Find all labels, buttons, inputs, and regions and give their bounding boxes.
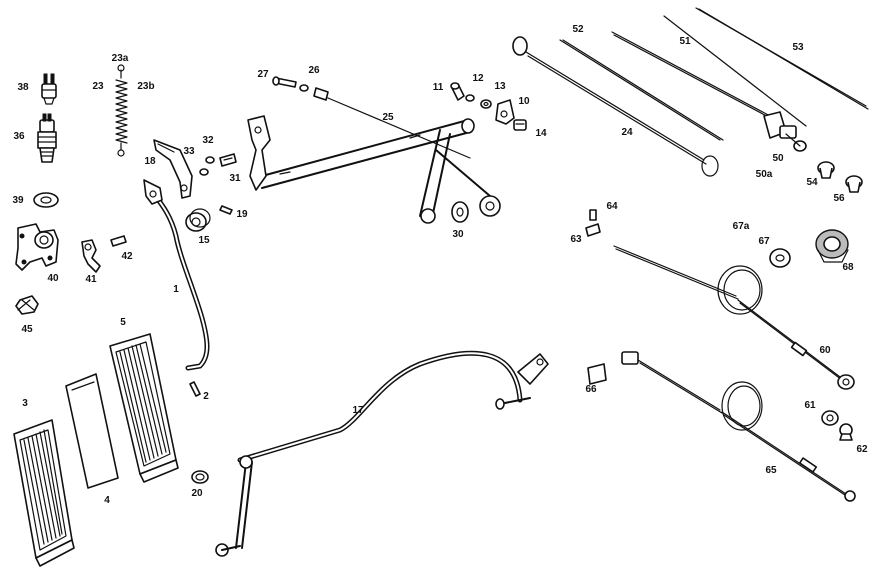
part-50-fitting — [763, 111, 807, 152]
part-36-switch — [37, 113, 57, 163]
part-label-62: 62 — [856, 444, 868, 455]
part-label-45: 45 — [21, 324, 33, 335]
part-20-ring — [191, 470, 209, 484]
part-label-14: 14 — [535, 128, 547, 139]
part-label-67: 67 — [758, 236, 770, 247]
part-label-52: 52 — [572, 24, 584, 35]
part-65-cable — [621, 351, 856, 502]
part-54-plug — [817, 161, 835, 179]
part-39-nut — [33, 192, 59, 208]
part-label-19: 19 — [236, 209, 248, 220]
part-label-5: 5 — [120, 317, 126, 328]
part-label-42: 42 — [121, 251, 133, 262]
part-label-13: 13 — [494, 81, 506, 92]
part-41-clip — [81, 239, 101, 273]
part-label-24: 24 — [621, 127, 633, 138]
part-label-60: 60 — [819, 345, 831, 356]
part-56-plug — [845, 175, 863, 193]
part-61-nut — [821, 410, 839, 426]
part-24-dipstick — [512, 36, 719, 177]
part-label-50a: 50a — [756, 169, 773, 180]
part-label-54: 54 — [806, 177, 818, 188]
part-23-spring — [115, 64, 128, 157]
part-10-lever — [495, 99, 515, 125]
part-label-23a: 23a — [112, 53, 129, 64]
part-label-39: 39 — [12, 195, 24, 206]
part-label-10: 10 — [518, 96, 530, 107]
part-label-63: 63 — [570, 234, 582, 245]
part-label-25: 25 — [382, 112, 394, 123]
part-label-23: 23 — [92, 81, 104, 92]
part-40-bracket — [15, 223, 59, 271]
part-2-pin — [189, 381, 201, 397]
part-60-cable — [613, 245, 855, 390]
part-19-pin — [219, 205, 233, 215]
part-53-rod — [663, 7, 869, 127]
part-14-clip — [513, 119, 527, 131]
part-1-rod — [143, 179, 210, 371]
part-15-bushing — [185, 208, 211, 232]
part-64-screw — [589, 209, 597, 221]
part-66-clip — [587, 363, 607, 385]
part-number-labels: 12345101112131415171819202323a23b2425262… — [12, 24, 868, 506]
part-68-fitting — [815, 229, 849, 263]
part-label-53: 53 — [792, 42, 804, 53]
part-3-pedal — [13, 419, 75, 567]
part-label-38: 38 — [17, 82, 29, 93]
part-label-26: 26 — [308, 65, 320, 76]
part-label-18: 18 — [144, 156, 156, 167]
part-label-32: 32 — [202, 135, 214, 146]
part-label-3: 3 — [22, 398, 28, 409]
part-11-bolt — [450, 82, 465, 101]
part-26-collar — [299, 84, 329, 101]
part-42-pin — [110, 235, 127, 247]
part-label-33: 33 — [183, 146, 195, 157]
part-4-pad — [65, 373, 119, 489]
part-label-17: 17 — [352, 405, 364, 416]
part-label-50: 50 — [772, 153, 784, 164]
part-label-30: 30 — [452, 229, 464, 240]
part-52-rod — [559, 39, 724, 141]
part-label-61: 61 — [804, 400, 816, 411]
part-label-1: 1 — [173, 284, 179, 295]
part-label-12: 12 — [472, 73, 484, 84]
part-17-rod — [215, 350, 549, 557]
part-63-nut — [585, 223, 601, 237]
part-32-washer — [199, 156, 215, 176]
part-label-66: 66 — [585, 384, 597, 395]
part-label-2: 2 — [203, 391, 209, 402]
part-label-20: 20 — [191, 488, 203, 499]
part-13-washer — [480, 99, 492, 109]
part-label-36: 36 — [13, 131, 25, 142]
part-label-64: 64 — [606, 201, 618, 212]
part-label-65: 65 — [765, 465, 777, 476]
part-25-shaft — [247, 97, 475, 191]
part-62-screw — [839, 423, 853, 441]
part-label-31: 31 — [229, 173, 241, 184]
part-12-washer — [465, 94, 475, 102]
part-51-rod — [611, 31, 777, 122]
part-label-56: 56 — [833, 193, 845, 204]
part-label-67a: 67a — [733, 221, 750, 232]
part-18-bracket — [153, 139, 193, 199]
part-label-11: 11 — [433, 82, 444, 93]
part-30-lever — [419, 129, 501, 224]
part-label-4: 4 — [104, 495, 110, 506]
part-27-bolt — [272, 76, 297, 88]
part-31-bolt — [219, 153, 237, 167]
part-label-68: 68 — [842, 262, 854, 273]
part-5-pedal — [109, 333, 179, 483]
part-label-27: 27 — [257, 69, 269, 80]
part-label-23b: 23b — [137, 81, 154, 92]
part-label-40: 40 — [47, 273, 59, 284]
part-38-switch — [41, 73, 57, 105]
part-label-41: 41 — [85, 274, 97, 285]
part-67-grommet — [769, 248, 791, 268]
part-label-15: 15 — [198, 235, 210, 246]
part-label-51: 51 — [679, 36, 691, 47]
part-45-clip — [15, 295, 39, 315]
